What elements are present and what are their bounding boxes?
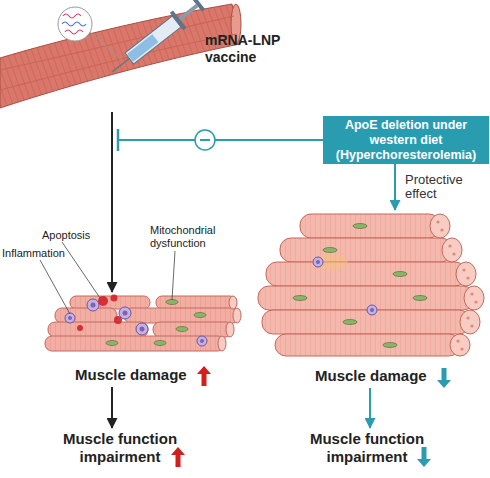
healthy-accents (312, 254, 377, 315)
damaged-muscle-bundle (45, 296, 241, 351)
callout-label: Mitochondrial dysfunction (150, 224, 232, 249)
damaged-muscle-node: Muscle damage (40, 292, 240, 387)
outcome-text: Muscle function impairment (297, 428, 437, 468)
node-text: Muscle function impairment (50, 430, 190, 466)
node-text: Muscle function impairment (297, 430, 437, 466)
node-text: Muscle damage (75, 366, 215, 384)
condition-box: ApoE deletion under western diet (Hyperc… (323, 116, 489, 164)
flow-arrow (369, 388, 371, 428)
healthy-muscle-bundle (258, 214, 484, 356)
fiber-cross-section-dots (436, 220, 477, 350)
node-text: ApoE deletion under western diet (Hyperc… (323, 116, 489, 164)
syringe-icon (105, 0, 207, 81)
node-text: mRNA-LNP vaccine (205, 32, 290, 66)
protected-muscle-node: Muscle damage (255, 210, 487, 388)
callout-label: Apoptosis (42, 229, 122, 242)
edge-label: Protective effect (405, 173, 485, 202)
flow-arrow (111, 112, 113, 292)
apoptosis-blotches (77, 295, 122, 332)
mitochondria (106, 300, 206, 346)
flow-arrow (394, 164, 396, 210)
callout-label: Inflammation (2, 247, 82, 260)
vaccine-illustration: mRNA-LNP vaccine (0, 0, 300, 112)
inhibition-line (118, 129, 323, 151)
mrna-inset (58, 7, 122, 60)
muscle-segment (0, 4, 241, 108)
immune-cells (65, 299, 207, 346)
node-text: Muscle damage (315, 367, 455, 385)
healthy-mitochondria (293, 224, 427, 348)
outcome-text: Muscle function impairment (50, 428, 190, 468)
flow-arrow (111, 387, 113, 428)
